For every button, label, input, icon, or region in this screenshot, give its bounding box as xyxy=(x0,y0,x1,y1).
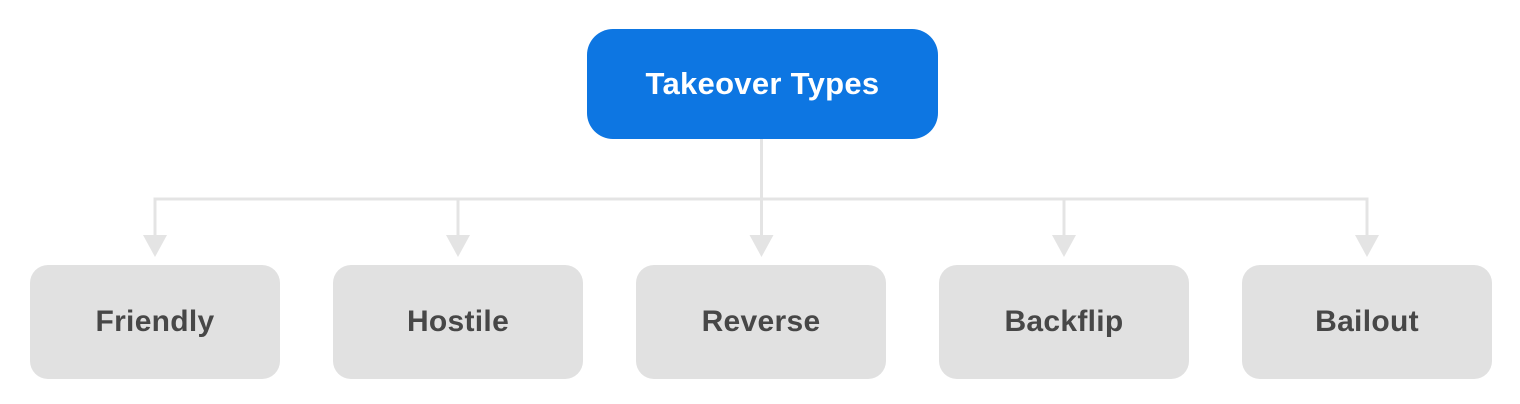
arrowhead-backflip xyxy=(1052,235,1076,257)
node-takeover-types: Takeover Types xyxy=(587,29,938,139)
node-takeover-types-label: Takeover Types xyxy=(645,66,880,101)
arrowhead-bailout xyxy=(1355,235,1379,257)
node-reverse: Reverse xyxy=(636,265,886,379)
node-hostile: Hostile xyxy=(333,265,583,379)
node-friendly: Friendly xyxy=(30,265,280,379)
arrowhead-hostile xyxy=(446,235,470,257)
arrowhead-reverse xyxy=(749,235,774,257)
node-bailout: Bailout xyxy=(1242,265,1492,379)
node-bailout-label: Bailout xyxy=(1315,305,1419,338)
node-reverse-label: Reverse xyxy=(701,305,821,338)
node-backflip: Backflip xyxy=(939,265,1189,379)
connector-rail xyxy=(153,197,1369,237)
node-backflip-label: Backflip xyxy=(1004,305,1124,338)
node-hostile-label: Hostile xyxy=(406,305,510,338)
arrowhead-friendly xyxy=(143,235,167,257)
node-friendly-label: Friendly xyxy=(95,305,215,338)
